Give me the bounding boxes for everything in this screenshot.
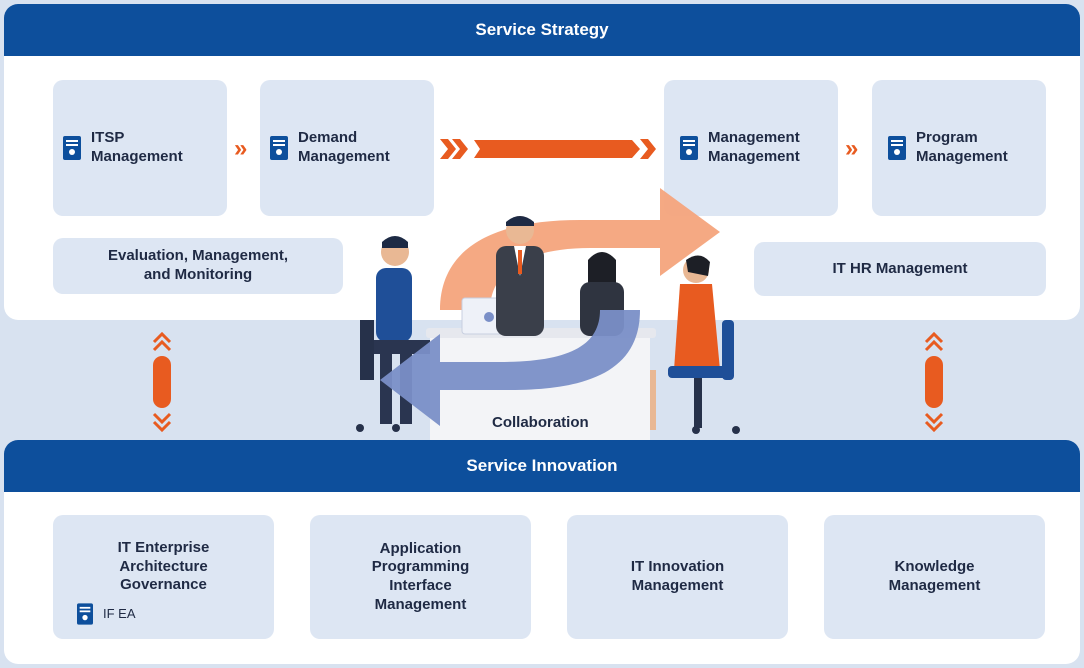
card-knowledge-management[interactable]: Knowledge Management (824, 515, 1045, 639)
card-label: Application Programming Interface Manage… (371, 539, 470, 613)
collaboration-label: Collaboration (492, 414, 589, 431)
bidirectional-arrow-icon (924, 331, 944, 433)
card-it-hr-management[interactable]: IT HR Management (754, 242, 1046, 296)
document-icon (77, 603, 93, 625)
service-innovation-title: Service Innovation (466, 456, 618, 475)
if-ea-label: IF EA (103, 605, 136, 621)
card-label: Knowledge Management (888, 558, 981, 594)
card-label: Demand Management (298, 129, 390, 165)
flow-arrow-icon (440, 139, 656, 159)
service-strategy-header: Service Strategy (4, 4, 1080, 56)
card-label: IT Enterprise Architecture Governance (117, 538, 210, 594)
service-innovation-header: Service Innovation (4, 440, 1080, 492)
document-icon (270, 136, 288, 160)
card-it-enterprise-architecture[interactable]: IT Enterprise Architecture Governance IF… (53, 515, 274, 639)
chevron-right-icon: » (234, 135, 248, 162)
card-demand-management[interactable]: Demand Management (260, 80, 434, 216)
card-label: IT HR Management (832, 259, 968, 277)
card-itsp-management[interactable]: ITSP Management (53, 80, 227, 216)
chevron-right-icon: » (845, 135, 859, 162)
card-label: IT Innovation Management (630, 558, 725, 594)
card-label: Management Management (708, 129, 800, 165)
if-ea-link[interactable]: IF EA (77, 603, 136, 625)
collaboration-illustration (356, 188, 740, 442)
document-icon (680, 136, 698, 160)
card-api-management[interactable]: Application Programming Interface Manage… (310, 515, 531, 639)
card-label: ITSP Management (91, 129, 183, 165)
service-strategy-title: Service Strategy (475, 20, 609, 39)
card-program-management[interactable]: Program Management (872, 80, 1046, 216)
card-label: Evaluation, Management, and Monitoring (107, 247, 289, 283)
card-it-innovation-management[interactable]: IT Innovation Management (567, 515, 788, 639)
document-icon (888, 136, 906, 160)
document-icon (63, 136, 81, 160)
card-management-management[interactable]: Management Management (664, 80, 838, 216)
card-label: Program Management (916, 129, 1008, 165)
card-evaluation-monitoring[interactable]: Evaluation, Management, and Monitoring (53, 238, 343, 294)
bidirectional-arrow-icon (152, 331, 172, 433)
